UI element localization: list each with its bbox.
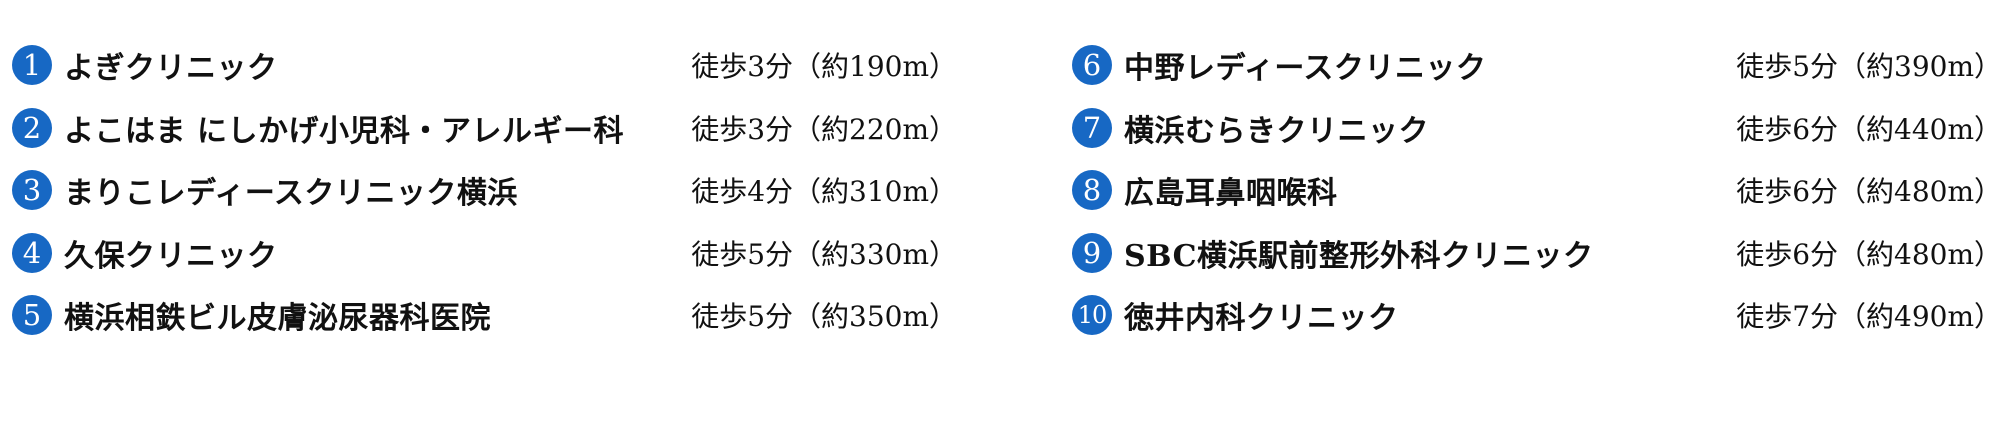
number-badge-4: 4 <box>12 232 52 273</box>
walk-time: 徒歩3分（約190m） <box>691 50 957 84</box>
clinic-name: 広島耳鼻咽喉科 <box>1124 176 1338 212</box>
clinic-name: まりこレディースクリニック横浜 <box>64 176 518 212</box>
number-badge-6: 6 <box>1072 45 1112 86</box>
number-badge-1: 1 <box>12 45 52 86</box>
clinic-column-right: 6 中野レディースクリニック 徒歩5分（約390m） 7 横浜むらきクリニック … <box>1072 34 2002 347</box>
clinic-row-7: 7 横浜むらきクリニック 徒歩6分（約440m） <box>1072 97 2002 160</box>
number-badge-7: 7 <box>1072 107 1112 148</box>
clinic-row-9: 9 SBC横浜駅前整形外科クリニック 徒歩6分（約480m） <box>1072 222 2002 285</box>
clinic-name: 中野レディースクリニック <box>1124 51 1487 87</box>
clinic-list: 1 よぎクリニック 徒歩3分（約190m） 2 よこはま にしかげ小児科・アレル… <box>12 34 2002 347</box>
walk-time: 徒歩6分（約440m） <box>1736 112 2002 146</box>
walk-time: 徒歩6分（約480m） <box>1736 237 2002 271</box>
clinic-name: 横浜むらきクリニック <box>1124 113 1429 149</box>
clinic-name: 徳井内科クリニック <box>1124 301 1399 337</box>
clinic-row-6: 6 中野レディースクリニック 徒歩5分（約390m） <box>1072 34 2002 97</box>
number-badge-8: 8 <box>1072 170 1112 211</box>
clinic-row-8: 8 広島耳鼻咽喉科 徒歩6分（約480m） <box>1072 159 2002 222</box>
walk-time: 徒歩5分（約350m） <box>691 300 957 334</box>
clinic-row-1: 1 よぎクリニック 徒歩3分（約190m） <box>12 34 957 97</box>
walk-time: 徒歩5分（約330m） <box>691 237 957 271</box>
number-badge-2: 2 <box>12 107 52 148</box>
clinic-name: よぎクリニック <box>64 51 278 87</box>
number-badge-3: 3 <box>12 170 52 211</box>
walk-time: 徒歩5分（約390m） <box>1736 50 2002 84</box>
walk-time: 徒歩7分（約490m） <box>1736 300 2002 334</box>
number-badge-5: 5 <box>12 295 52 336</box>
clinic-name: よこはま にしかげ小児科・アレルギー科 <box>64 113 624 149</box>
walk-time: 徒歩6分（約480m） <box>1736 175 2002 209</box>
clinic-row-10: 10 徳井内科クリニック 徒歩7分（約490m） <box>1072 284 2002 347</box>
number-badge-10: 10 <box>1072 295 1112 336</box>
clinic-row-3: 3 まりこレディースクリニック横浜 徒歩4分（約310m） <box>12 159 957 222</box>
walk-time: 徒歩4分（約310m） <box>691 175 957 209</box>
clinic-row-2: 2 よこはま にしかげ小児科・アレルギー科 徒歩3分（約220m） <box>12 97 957 160</box>
clinic-row-5: 5 横浜相鉄ビル皮膚泌尿器科医院 徒歩5分（約350m） <box>12 284 957 347</box>
clinic-column-left: 1 よぎクリニック 徒歩3分（約190m） 2 よこはま にしかげ小児科・アレル… <box>12 34 957 347</box>
clinic-row-4: 4 久保クリニック 徒歩5分（約330m） <box>12 222 957 285</box>
clinic-name: SBC横浜駅前整形外科クリニック <box>1124 238 1594 274</box>
number-badge-9: 9 <box>1072 232 1112 273</box>
clinic-name: 久保クリニック <box>64 238 278 274</box>
walk-time: 徒歩3分（約220m） <box>691 112 957 146</box>
clinic-name: 横浜相鉄ビル皮膚泌尿器科医院 <box>64 301 491 337</box>
